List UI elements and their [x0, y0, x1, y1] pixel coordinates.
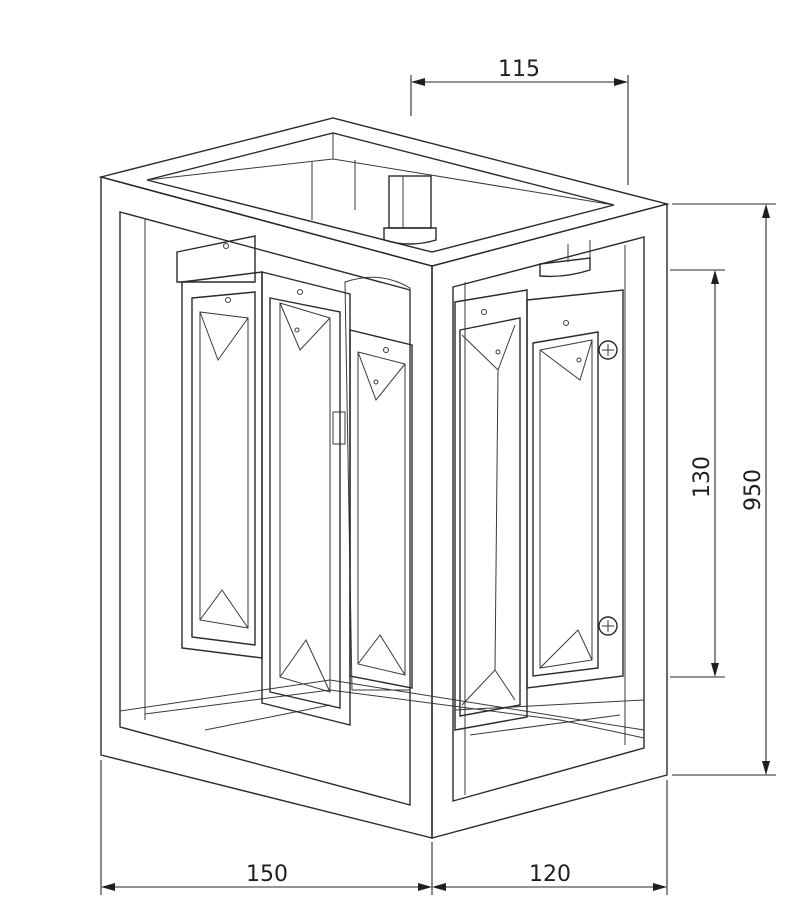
screw-dot	[223, 243, 229, 249]
panel-right-frame	[349, 329, 413, 689]
screw-dot	[495, 349, 501, 355]
arrow-icon	[432, 883, 446, 891]
side-panels	[454, 289, 624, 731]
dim-label-side-depth: 120	[529, 862, 571, 887]
arrow-icon	[711, 663, 719, 677]
panel-center-frame	[261, 271, 351, 726]
crystal-facet-bottom	[199, 589, 249, 629]
panel-left-bracket	[176, 235, 256, 283]
stem-nut	[383, 227, 437, 245]
screw-dot	[576, 357, 582, 363]
floor-line-b	[469, 714, 621, 736]
crystal-facet-top	[199, 311, 249, 362]
screw-dot	[373, 379, 379, 385]
crystal-facet-top	[539, 339, 593, 381]
arrow-icon	[653, 883, 667, 891]
mount-stem	[383, 175, 591, 278]
dimension-lines	[100, 75, 776, 895]
panel-center-inner	[269, 297, 341, 709]
dim-label-total-height: 950	[741, 469, 766, 511]
floor-inner	[144, 689, 645, 739]
stem-column	[388, 175, 432, 229]
crystal-facet-bottom	[539, 629, 593, 669]
side-face-outer	[431, 203, 668, 839]
front-face-window	[119, 211, 411, 806]
crystal-facet-bottom	[461, 669, 516, 706]
front-face-outer	[100, 176, 433, 839]
top-rim-outer	[98, 117, 670, 267]
crystal-facet-top	[461, 324, 516, 371]
side-panel-front-frame	[454, 289, 528, 731]
lamp-clip	[332, 411, 346, 445]
screw-dot	[294, 327, 300, 333]
cage-frame	[98, 117, 670, 839]
lamp-holder	[332, 276, 411, 691]
arrow-icon	[762, 204, 770, 218]
screw-dot	[481, 309, 487, 315]
arrow-icon	[711, 270, 719, 284]
screw-dot	[225, 297, 231, 303]
top-rim-inner	[146, 132, 615, 253]
screw-dot	[297, 289, 303, 295]
arrow-icon	[101, 883, 115, 891]
dim-label-top-width: 115	[498, 57, 540, 82]
panel-left-frame	[181, 271, 263, 659]
arrow-icon	[418, 883, 432, 891]
arrow-icon	[762, 761, 770, 775]
lamp-body	[344, 276, 411, 691]
dimension-labels: 115 950 130 150 120	[246, 57, 766, 887]
side-panel-back-crystal	[539, 339, 593, 669]
side-panel-front-inner	[459, 317, 521, 717]
floor-line-c	[454, 699, 645, 711]
panel-left-inner	[191, 291, 256, 646]
side-panel-back-frame	[526, 289, 624, 689]
panel-right-crystal	[357, 351, 406, 676]
dim-label-front-width: 150	[246, 862, 288, 887]
screw-dot	[563, 320, 569, 326]
crystal-facet-top	[357, 351, 406, 401]
phillips-screw-icon	[598, 340, 618, 360]
arrow-icon	[614, 78, 628, 86]
floor-line-a	[204, 704, 331, 731]
arrow-icon	[411, 78, 425, 86]
panel-center-crystal	[279, 302, 331, 693]
crystal-facet-bottom	[357, 634, 406, 676]
phillips-screw-icon	[598, 616, 618, 636]
panel-left-crystal	[199, 311, 249, 629]
crystal-ridge	[494, 369, 499, 671]
side-face-window	[452, 236, 645, 802]
front-panels	[176, 235, 413, 726]
dim-label-inner-height: 130	[690, 456, 715, 498]
crystal-facet-bottom	[279, 639, 331, 693]
crystal-facet-top	[279, 302, 331, 351]
side-panel-back-inner	[532, 331, 599, 677]
screw-dot	[383, 347, 389, 353]
side-mount-nut	[539, 257, 591, 278]
